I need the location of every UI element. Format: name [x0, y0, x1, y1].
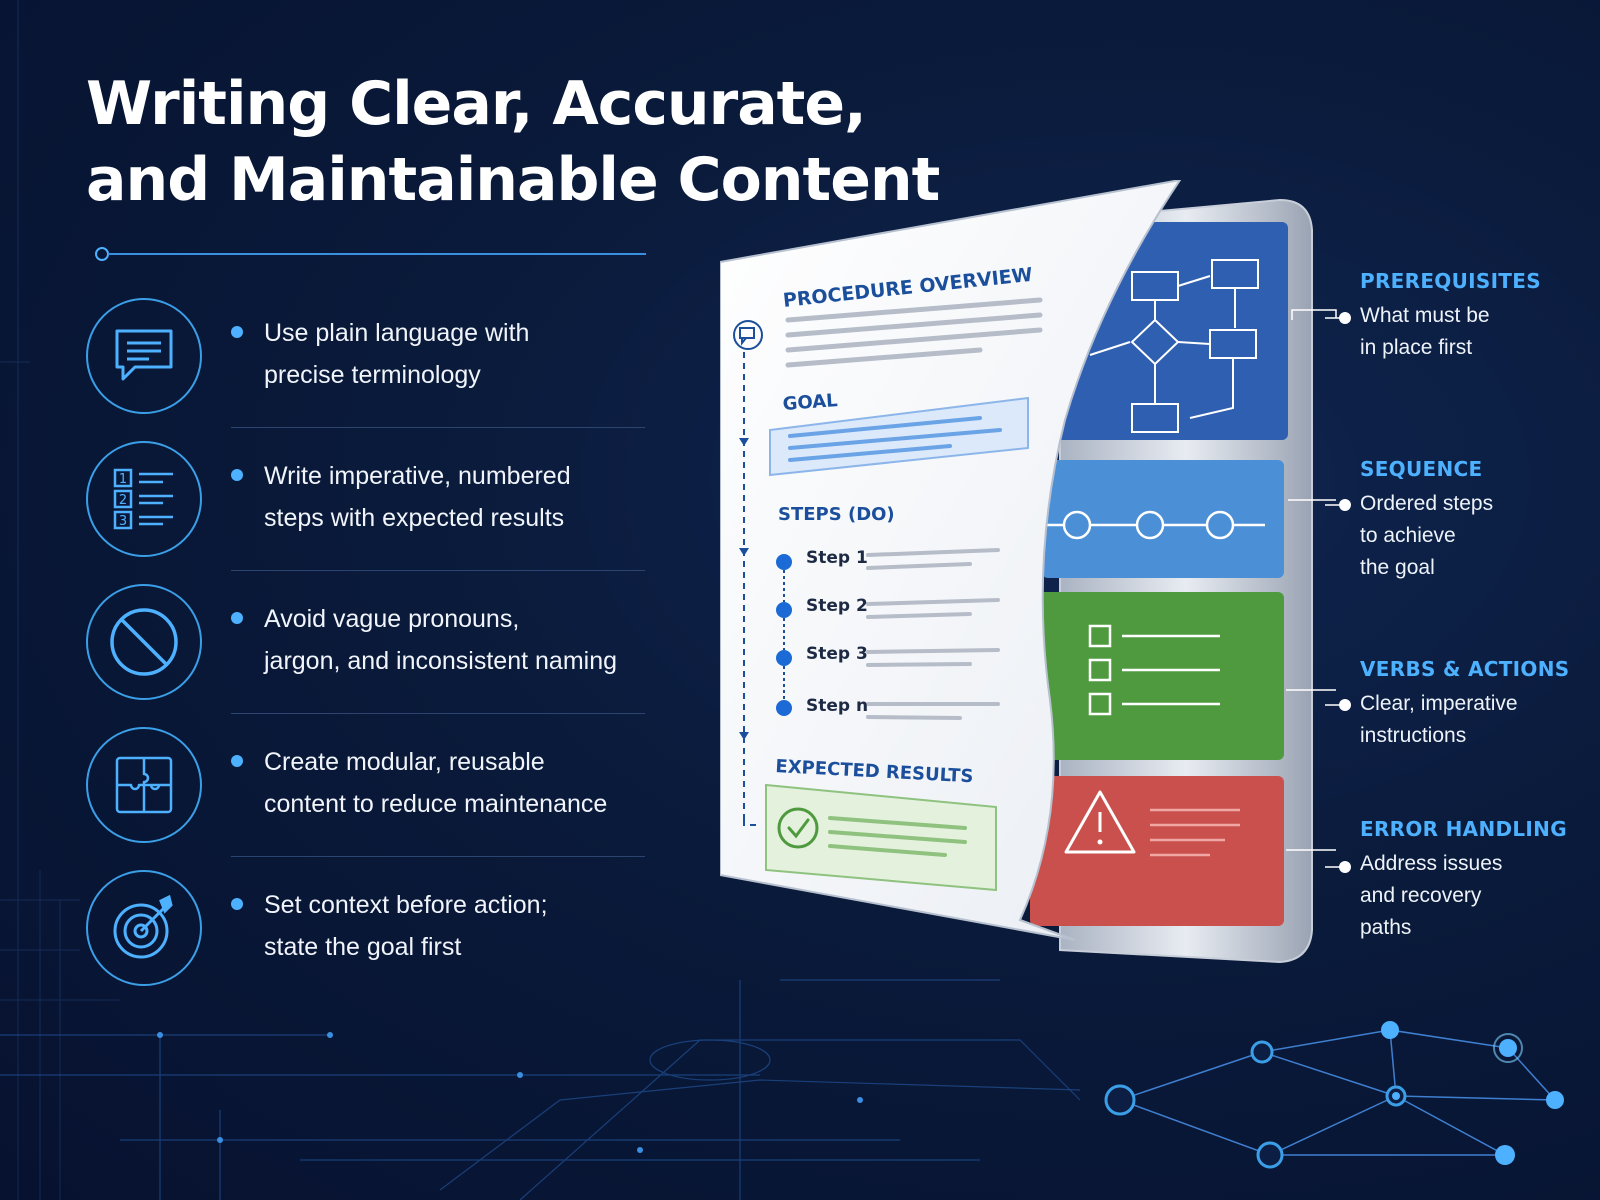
feature-item: Avoid vague pronouns, jargon, and incons…: [86, 582, 646, 725]
procedure-timeline: [743, 352, 756, 826]
callout-line: instructions: [1360, 724, 1467, 747]
callout-description: Address issues and recovery paths: [1360, 848, 1580, 944]
error-handling-panel: [1030, 776, 1284, 926]
procedure-document-illustration: PROCEDURE OVERVIEW GOAL STEPS (DO) Step …: [720, 180, 1360, 980]
feature-text-line: content to reduce maintenance: [264, 790, 608, 818]
callout-line: Address issues: [1360, 852, 1503, 875]
callout-line: and recovery: [1360, 884, 1482, 907]
feature-list: Use plain language with precise terminol…: [86, 296, 646, 1011]
page-title: Writing Clear, Accurate, and Maintainabl…: [86, 66, 940, 218]
callout-title: ERROR HANDLING: [1360, 817, 1567, 841]
list-number: 1: [119, 472, 127, 487]
feature-text-line: Avoid vague pronouns,: [264, 605, 520, 633]
list-number: 2: [119, 493, 127, 508]
callout-line: Ordered steps: [1360, 492, 1494, 515]
feature-text: Use plain language with precise terminol…: [264, 312, 654, 396]
feature-text-line: jargon, and inconsistent naming: [264, 647, 618, 675]
bullet-dot: [231, 326, 243, 338]
callout-prerequisites: PREREQUISITES What must be in place firs…: [1360, 268, 1580, 364]
divider: [231, 427, 645, 428]
chat-message-icon: [86, 298, 202, 414]
feature-text: Set context before action; state the goa…: [264, 884, 654, 968]
callout-verbs-actions: VERBS & ACTIONS Clear, imperative instru…: [1360, 656, 1580, 752]
feature-text: Avoid vague pronouns, jargon, and incons…: [264, 598, 654, 682]
feature-item: 1 2 3 Write imperative, numbered steps w…: [86, 439, 646, 582]
callout-title: SEQUENCE: [1360, 457, 1483, 481]
feature-text-line: Write imperative, numbered: [264, 462, 571, 490]
callout-line: in place first: [1360, 336, 1473, 359]
step-label: Step 1: [806, 548, 868, 568]
callout-description: Clear, imperative instructions: [1360, 688, 1580, 752]
feature-text-line: Create modular, reusable: [264, 748, 545, 776]
callout-line: paths: [1360, 916, 1412, 939]
verbs-actions-panel: [1036, 592, 1284, 760]
sequence-panel: [1030, 460, 1284, 578]
numbered-list-icon: 1 2 3: [86, 441, 202, 557]
callout-line: Clear, imperative: [1360, 692, 1518, 715]
divider: [231, 570, 645, 571]
divider: [231, 856, 645, 857]
callout-title: VERBS & ACTIONS: [1360, 657, 1570, 681]
prohibited-icon: [86, 584, 202, 700]
feature-text-line: precise terminology: [264, 361, 481, 389]
feature-item: Set context before action; state the goa…: [86, 868, 646, 1011]
step-label: Step 3: [806, 644, 868, 664]
callout-connectors: [1325, 312, 1351, 873]
divider: [231, 713, 645, 714]
callout-line: What must be: [1360, 304, 1490, 327]
callout-title: PREREQUISITES: [1360, 269, 1541, 293]
bullet-dot: [231, 898, 243, 910]
expected-results-box: [765, 783, 997, 892]
callout-line: the goal: [1360, 556, 1435, 579]
step-label: Step 2: [806, 596, 868, 616]
chat-document-icon: [733, 320, 763, 350]
callout-error-handling: ERROR HANDLING Address issues and recove…: [1360, 816, 1580, 944]
feature-item: Use plain language with precise terminol…: [86, 296, 646, 439]
title-underline: [95, 247, 646, 261]
puzzle-icon: [86, 727, 202, 843]
callout-sequence: SEQUENCE Ordered steps to achieve the go…: [1360, 456, 1580, 584]
callout-description: Ordered steps to achieve the goal: [1360, 488, 1580, 584]
feature-text-line: steps with expected results: [264, 504, 565, 532]
callout-line: to achieve: [1360, 524, 1456, 547]
callout-description: What must be in place first: [1360, 300, 1580, 364]
bullet-dot: [231, 612, 243, 624]
feature-text: Write imperative, numbered steps with ex…: [264, 455, 654, 539]
list-number: 3: [119, 514, 127, 529]
goal-label: GOAL: [782, 390, 839, 415]
bullet-dot: [231, 755, 243, 767]
feature-text-line: Use plain language with: [264, 319, 530, 347]
bullet-dot: [231, 469, 243, 481]
title-line-1: Writing Clear, Accurate,: [86, 69, 867, 139]
step-label: Step n: [806, 696, 869, 716]
feature-text-line: Set context before action;: [264, 891, 548, 919]
feature-item: Create modular, reusable content to redu…: [86, 725, 646, 868]
feature-text: Create modular, reusable content to redu…: [264, 741, 654, 825]
target-icon: [86, 870, 202, 986]
steps-heading: STEPS (DO): [778, 504, 895, 525]
feature-text-line: state the goal first: [264, 933, 462, 961]
goal-box: [769, 396, 1029, 477]
title-line-2: and Maintainable Content: [86, 145, 940, 215]
